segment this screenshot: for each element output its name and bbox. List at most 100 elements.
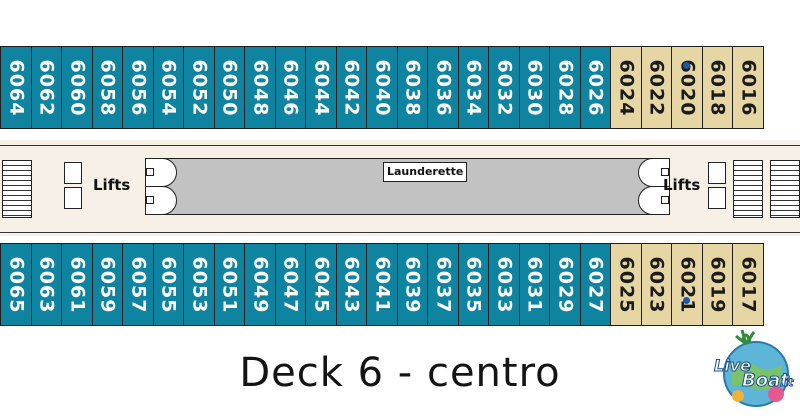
cabin-number: 6048 xyxy=(249,59,272,116)
logo-word-suffix: .it xyxy=(779,376,794,390)
lift-right-2 xyxy=(708,187,726,209)
cabin-6030: 6030 xyxy=(518,46,550,129)
cabin-number: 6052 xyxy=(188,59,211,116)
cabin-6060: 6060 xyxy=(61,46,93,129)
cabin-number: 6036 xyxy=(432,59,455,116)
cabin-number: 6039 xyxy=(401,256,424,313)
cabin-6045: 6045 xyxy=(305,243,337,326)
cabin-number: 6022 xyxy=(645,59,668,116)
cabin-6024: 6024 xyxy=(610,46,642,129)
cabin-6037: 6037 xyxy=(427,243,459,326)
launderette-label: Launderette xyxy=(383,162,468,182)
cabin-6054: 6054 xyxy=(152,46,184,129)
cabin-6043: 6043 xyxy=(335,243,367,326)
cabin-number: 6037 xyxy=(432,256,455,313)
cabin-6058: 6058 xyxy=(91,46,123,129)
cabin-number: 6055 xyxy=(157,256,180,313)
cabin-6042: 6042 xyxy=(335,46,367,129)
cabin-6034: 6034 xyxy=(457,46,489,129)
accessible-marker-icon xyxy=(683,62,691,69)
cabin-6033: 6033 xyxy=(488,243,520,326)
deck-title: Deck 6 - centro xyxy=(239,350,561,396)
cabin-number: 6045 xyxy=(310,256,333,313)
logo-word-boat: Boat xyxy=(742,370,790,392)
cabin-number: 6024 xyxy=(615,59,638,116)
cabin-number: 6043 xyxy=(340,256,363,313)
cabin-6063: 6063 xyxy=(30,243,62,326)
cabin-number: 6065 xyxy=(5,256,28,313)
liveboat-logo: Live Boat .it xyxy=(712,322,798,414)
cabin-6020: 6020 xyxy=(671,46,703,129)
cabin-number: 6056 xyxy=(127,59,150,116)
cabin-6041: 6041 xyxy=(366,243,398,326)
cabin-number: 6047 xyxy=(279,256,302,313)
cabin-6029: 6029 xyxy=(549,243,581,326)
cabin-6023: 6023 xyxy=(640,243,672,326)
cabin-6047: 6047 xyxy=(274,243,306,326)
cabin-number: 6031 xyxy=(523,256,546,313)
corridor-wall-top xyxy=(0,145,800,146)
service-node xyxy=(146,196,154,204)
cabin-number: 6040 xyxy=(371,59,394,116)
cabin-number: 6050 xyxy=(218,59,241,116)
cabin-6022: 6022 xyxy=(640,46,672,129)
cabin-number: 6053 xyxy=(188,256,211,313)
cabin-6038: 6038 xyxy=(396,46,428,129)
cabin-6065: 6065 xyxy=(0,243,32,326)
cabin-number: 6063 xyxy=(35,256,58,313)
cabin-number: 6034 xyxy=(462,59,485,116)
cabin-number: 6051 xyxy=(218,256,241,313)
corridor-wall-bottom xyxy=(0,232,800,233)
cabin-6025: 6025 xyxy=(610,243,642,326)
service-node xyxy=(146,168,154,176)
cabin-6064: 6064 xyxy=(0,46,32,129)
cabin-6061: 6061 xyxy=(61,243,93,326)
cabin-number: 6017 xyxy=(737,256,760,313)
cabin-6031: 6031 xyxy=(518,243,550,326)
cabin-number: 6032 xyxy=(493,59,516,116)
cabin-6035: 6035 xyxy=(457,243,489,326)
cabin-6062: 6062 xyxy=(30,46,62,129)
lift-left-1 xyxy=(64,162,82,184)
cabin-6019: 6019 xyxy=(701,243,733,326)
cabin-6057: 6057 xyxy=(122,243,154,326)
cabin-number: 6019 xyxy=(706,256,729,313)
globe-icon xyxy=(723,329,789,407)
cabin-number: 6046 xyxy=(279,59,302,116)
cabin-number: 6041 xyxy=(371,256,394,313)
cabin-6046: 6046 xyxy=(274,46,306,129)
cabin-number: 6057 xyxy=(127,256,150,313)
service-node xyxy=(661,196,669,204)
cabin-number: 6054 xyxy=(157,59,180,116)
cabin-number: 6028 xyxy=(554,59,577,116)
cabin-6059: 6059 xyxy=(91,243,123,326)
cabin-number: 6042 xyxy=(340,59,363,116)
cabin-6053: 6053 xyxy=(183,243,215,326)
cabin-number: 6035 xyxy=(462,256,485,313)
cabin-number: 6021 xyxy=(676,256,699,313)
cabin-number: 6033 xyxy=(493,256,516,313)
cabin-6036: 6036 xyxy=(427,46,459,129)
cabin-6018: 6018 xyxy=(701,46,733,129)
cabin-6028: 6028 xyxy=(549,46,581,129)
logo-word-live: Live xyxy=(714,356,752,376)
cabin-6032: 6032 xyxy=(488,46,520,129)
service-node xyxy=(661,168,669,176)
cabin-number: 6058 xyxy=(96,59,119,116)
cabin-6026: 6026 xyxy=(579,46,611,129)
lift-left-2 xyxy=(64,187,82,209)
cabin-6017: 6017 xyxy=(732,243,764,326)
lifts-right-label: Lifts xyxy=(663,176,701,194)
accessible-marker-icon xyxy=(683,297,691,304)
cabin-6049: 6049 xyxy=(244,243,276,326)
lift-right-1 xyxy=(708,162,726,184)
cabin-number: 6026 xyxy=(584,59,607,116)
stairs-left xyxy=(2,160,32,218)
cabin-6048: 6048 xyxy=(244,46,276,129)
cabin-number: 6030 xyxy=(523,59,546,116)
cabin-number: 6023 xyxy=(645,256,668,313)
cabin-number: 6059 xyxy=(96,256,119,313)
cabin-6016: 6016 xyxy=(732,46,764,129)
cabin-6021: 6021 xyxy=(671,243,703,326)
